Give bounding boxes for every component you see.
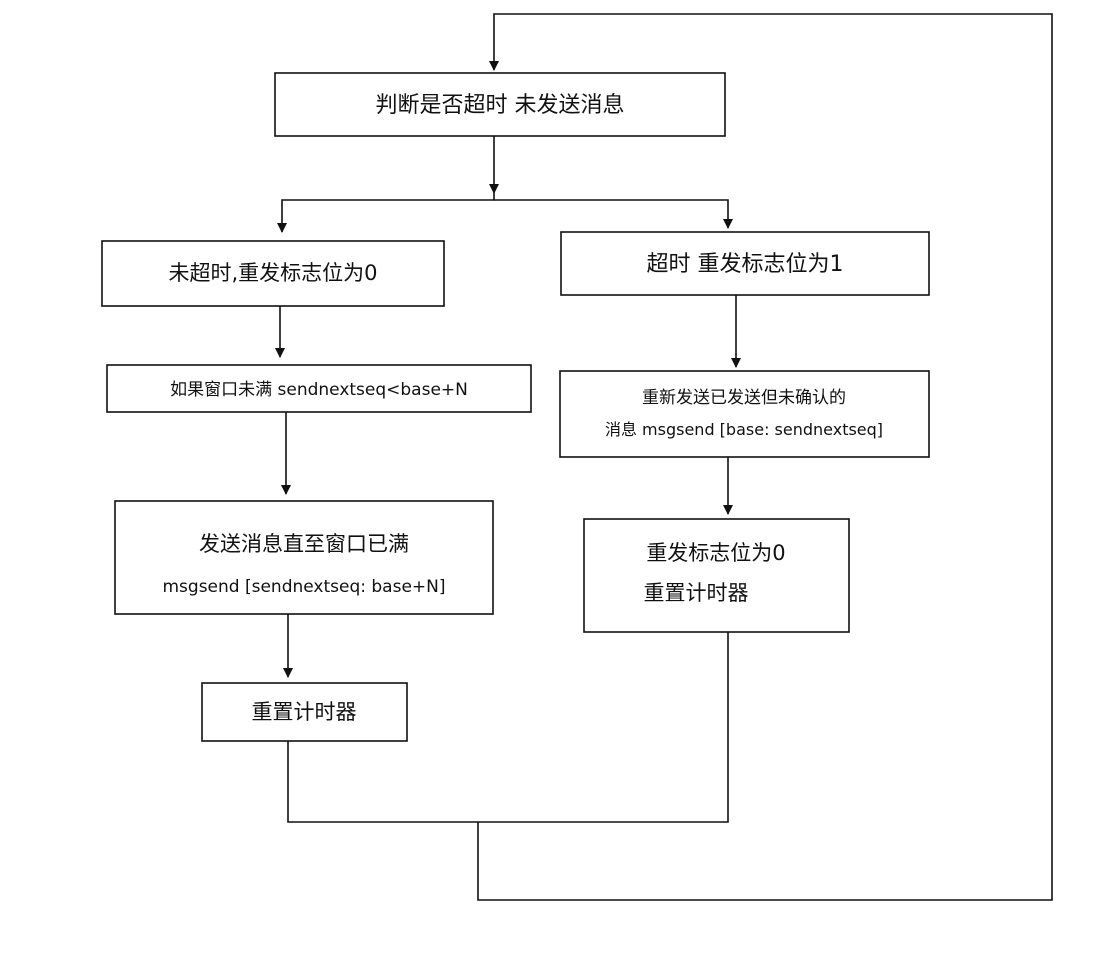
node-flag-reset-text-1: 重发标志位为0	[646, 541, 785, 565]
node-resend: 重新发送已发送但未确认的 消息 msgsend [base: sendnexts…	[559, 370, 930, 458]
node-no-timeout: 未超时,重发标志位为0	[101, 240, 445, 307]
node-window: 如果窗口未满 sendnextseq<base+N	[106, 364, 532, 413]
split-line-right	[494, 199, 733, 229]
node-timeout-text: 超时 重发标志位为1	[647, 252, 844, 277]
loop-back-edge	[477, 13, 1053, 901]
connectors	[275, 13, 1053, 901]
node-resend-text-1: 重新发送已发送但未确认的	[642, 388, 846, 408]
node-no-timeout-text: 未超时,重发标志位为0	[168, 261, 377, 285]
node-resend-text-2: 消息 msgsend [base: sendnextseq]	[605, 420, 883, 439]
node-reset-left: 重置计时器	[201, 682, 408, 742]
node-send-text-1: 发送消息直至窗口已满	[199, 532, 409, 556]
node-reset-left-text: 重置计时器	[252, 700, 357, 724]
node-flag-reset-text-2: 重置计时器	[644, 581, 749, 605]
merge-left	[287, 632, 729, 823]
node-timeout: 超时 重发标志位为1	[560, 231, 930, 296]
node-check: 判断是否超时 未发送消息	[274, 72, 726, 137]
node-window-text: 如果窗口未满 sendnextseq<base+N	[170, 380, 468, 400]
node-send-text-2: msgsend [sendnextseq: base+N]	[162, 577, 445, 597]
node-check-text: 判断是否超时 未发送消息	[376, 93, 625, 118]
split-line	[277, 193, 495, 233]
node-send: 发送消息直至窗口已满 msgsend [sendnextseq: base+N]	[114, 500, 494, 615]
node-flag-reset: 重发标志位为0 重置计时器	[583, 518, 850, 633]
